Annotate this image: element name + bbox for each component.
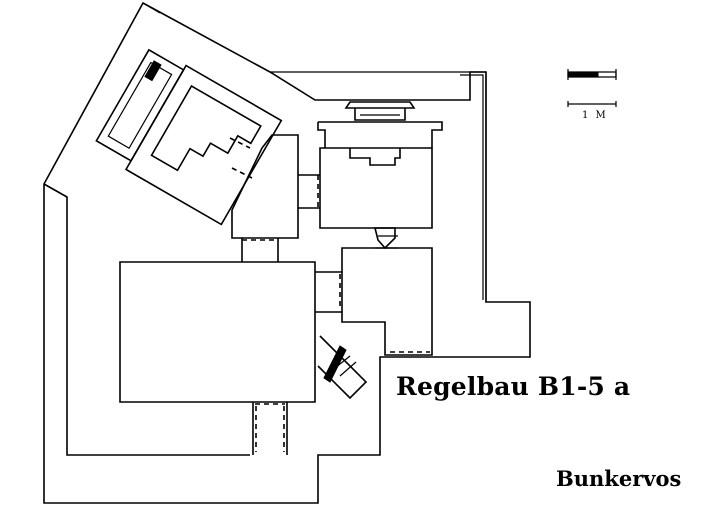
side-passage: [315, 271, 342, 313]
main-room: [119, 261, 316, 403]
entrance-canopy: [344, 101, 416, 121]
scale-label: 1 M: [582, 110, 608, 121]
scale-bar: [567, 69, 617, 107]
bottom-passage: [252, 402, 288, 455]
bottom-passage-dash: [255, 403, 285, 452]
embrasure-bar: [323, 345, 347, 383]
upper-room: [319, 147, 433, 229]
main-room-top-passage: [241, 238, 279, 262]
embrasure: [317, 335, 368, 400]
source-credit: Bunkervos: [556, 466, 682, 491]
passage-door-dash: [229, 137, 253, 179]
outer-wall-ledge: [460, 74, 484, 300]
right-room: [341, 247, 433, 356]
room-connector: [373, 227, 396, 250]
outer-wall-inner-edge: [43, 2, 487, 302]
diagonal-passage: [231, 134, 299, 239]
embrasure-step: [334, 355, 357, 377]
entrance-frame: [317, 121, 443, 148]
upper-room-passage: [298, 174, 320, 209]
rotated-casemate: [95, 48, 283, 226]
upper-room-notch: [349, 148, 401, 166]
diagram-title: Regelbau B1-5 a: [396, 372, 631, 401]
